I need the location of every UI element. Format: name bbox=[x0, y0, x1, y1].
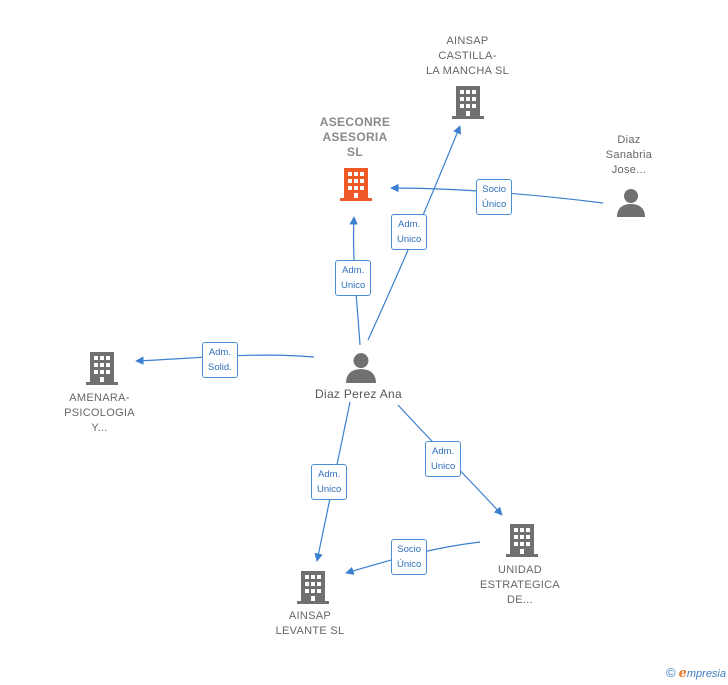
unidad-label-line-1: UNIDAD bbox=[498, 564, 542, 576]
aseconre-label-line-2: ASESORIA bbox=[322, 130, 388, 144]
diaz-perez-label[interactable]: Diaz Perez Ana bbox=[315, 387, 402, 401]
relation-badge-sanabria-aseconre[interactable]: Socio Único bbox=[476, 179, 513, 215]
amenara-label-line-3: Y... bbox=[91, 422, 108, 434]
diaz-sanabria-label-line-2: Sanabria bbox=[605, 149, 653, 161]
building-icon[interactable] bbox=[340, 166, 372, 202]
relation-line-1: Adm. bbox=[208, 347, 231, 358]
brand-text: mpresia bbox=[686, 668, 726, 680]
building-icon[interactable] bbox=[506, 522, 538, 558]
relation-line-1: Adm. bbox=[318, 469, 341, 480]
diaz-sanabria-label-line-1: Diaz bbox=[617, 134, 641, 146]
ainsap-levante-label[interactable]: AINSAP LEVANTE SL bbox=[260, 609, 360, 639]
relation-line-2: Único bbox=[397, 559, 422, 570]
person-icon[interactable] bbox=[345, 351, 377, 383]
amenara-label[interactable]: AMENARA- PSICOLOGIA Y... bbox=[47, 391, 152, 436]
building-icon[interactable] bbox=[297, 569, 329, 605]
relation-badge-unidad-levante[interactable]: Socio Único bbox=[391, 539, 428, 575]
aseconre-label-line-3: SL bbox=[347, 145, 363, 159]
building-icon[interactable] bbox=[86, 350, 118, 386]
person-icon[interactable] bbox=[616, 187, 646, 217]
unidad-label[interactable]: UNIDAD ESTRATEGICA DE... bbox=[470, 563, 570, 608]
aseconre-label[interactable]: ASECONRE ASESORIA SL bbox=[300, 115, 410, 160]
relation-line-2: Solid. bbox=[208, 362, 232, 373]
relation-line-2: Unico bbox=[397, 234, 422, 245]
ainsap-castilla-label[interactable]: AINSAP CASTILLA- LA MANCHA SL bbox=[405, 34, 530, 79]
relation-badge-perez-amenara[interactable]: Adm. Solid. bbox=[202, 342, 238, 378]
relation-line-2: Unico bbox=[431, 461, 456, 472]
relation-line-2: Unico bbox=[341, 280, 366, 291]
ainsap-levante-label-line-2: LEVANTE SL bbox=[275, 625, 345, 637]
ainsap-castilla-label-line-2: CASTILLA- bbox=[438, 50, 497, 62]
amenara-label-line-1: AMENARA- bbox=[69, 392, 130, 404]
relation-badge-perez-castilla[interactable]: Adm. Unico bbox=[391, 214, 428, 250]
diaz-sanabria-label[interactable]: Diaz Sanabria Jose... bbox=[589, 133, 669, 178]
relation-line-1: Socio bbox=[397, 544, 422, 555]
unidad-label-line-3: DE... bbox=[507, 594, 533, 606]
relation-line-2: Unico bbox=[317, 484, 342, 495]
ainsap-castilla-label-line-3: LA MANCHA SL bbox=[425, 65, 510, 77]
ainsap-levante-label-line-1: AINSAP bbox=[288, 610, 332, 622]
relation-line-1: Adm. bbox=[432, 446, 455, 457]
relation-badge-perez-levante[interactable]: Adm. Unico bbox=[311, 464, 348, 500]
brand-e-logo: e bbox=[678, 666, 687, 681]
relation-line-1: Socio bbox=[482, 184, 507, 195]
building-icon[interactable] bbox=[452, 84, 484, 120]
relation-badge-perez-unidad[interactable]: Adm. Unico bbox=[425, 441, 462, 477]
copyright-icon: © bbox=[666, 665, 676, 680]
unidad-label-line-2: ESTRATEGICA bbox=[479, 579, 561, 591]
relation-line-1: Adm. bbox=[342, 265, 365, 276]
empresia-brand[interactable]: ©empresia bbox=[666, 665, 726, 681]
relation-badge-perez-aseconre[interactable]: Adm. Unico bbox=[335, 260, 372, 296]
diaz-sanabria-label-line-3: Jose... bbox=[611, 164, 647, 176]
aseconre-label-line-1: ASECONRE bbox=[319, 115, 391, 129]
amenara-label-line-2: PSICOLOGIA bbox=[64, 407, 135, 419]
relation-line-2: Único bbox=[482, 199, 507, 210]
ainsap-castilla-label-line-1: AINSAP bbox=[446, 35, 489, 47]
relation-line-1: Adm. bbox=[398, 219, 421, 230]
